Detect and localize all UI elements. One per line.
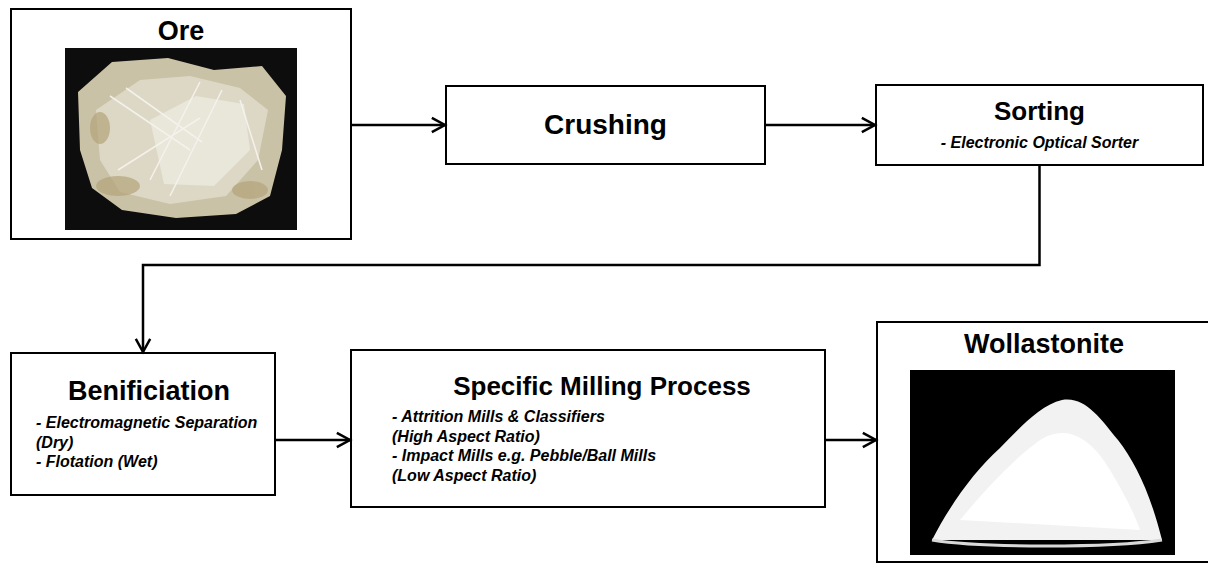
process-box: Crushing (445, 85, 766, 165)
box-detail: (Low Aspect Ratio) (392, 466, 812, 486)
flow-line (766, 124, 875, 127)
flow-arrow (766, 118, 875, 132)
flow-line (352, 124, 445, 127)
box-title: Benificiation (36, 376, 262, 407)
box-detail: - Flotation (Wet) (36, 452, 262, 472)
box-title: Ore (22, 16, 340, 47)
box-detail: - Electronic Optical Sorter (887, 133, 1192, 153)
process-box: Sorting - Electronic Optical Sorter (875, 84, 1204, 166)
product-box: Wollastonite (876, 321, 1208, 563)
flow-arrow (136, 166, 1040, 352)
arrow-head (337, 433, 350, 447)
box-title: Wollastonite (888, 329, 1200, 360)
box-title: Crushing (457, 109, 754, 141)
flow-arrow (352, 118, 445, 132)
arrow-head (136, 339, 150, 352)
ore-photo (65, 48, 297, 230)
box-detail: (High Aspect Ratio) (392, 427, 812, 447)
box-title: Specific Milling Process (392, 372, 812, 402)
ore-box: Ore (10, 8, 352, 240)
box-detail: - Attrition Mills & Classifiers (392, 407, 812, 427)
process-box: Specific Milling Process - Attrition Mill… (350, 349, 826, 508)
arrow-head (432, 118, 445, 132)
flow-line (276, 439, 350, 442)
box-title: Sorting (887, 97, 1192, 127)
box-detail: - Electromagnetic Separation (Dry) (36, 413, 262, 452)
process-box: Benificiation - Electromagnetic Separatio… (10, 352, 276, 496)
flow-arrow (826, 433, 876, 447)
arrow-head (862, 118, 875, 132)
flow-line (143, 166, 1040, 352)
wollastonite-photo (910, 370, 1175, 555)
flow-arrow (276, 433, 350, 447)
flow-line (826, 439, 876, 442)
arrow-head (863, 433, 876, 447)
box-detail: - Impact Mills e.g. Pebble/Ball Mills (392, 446, 812, 466)
